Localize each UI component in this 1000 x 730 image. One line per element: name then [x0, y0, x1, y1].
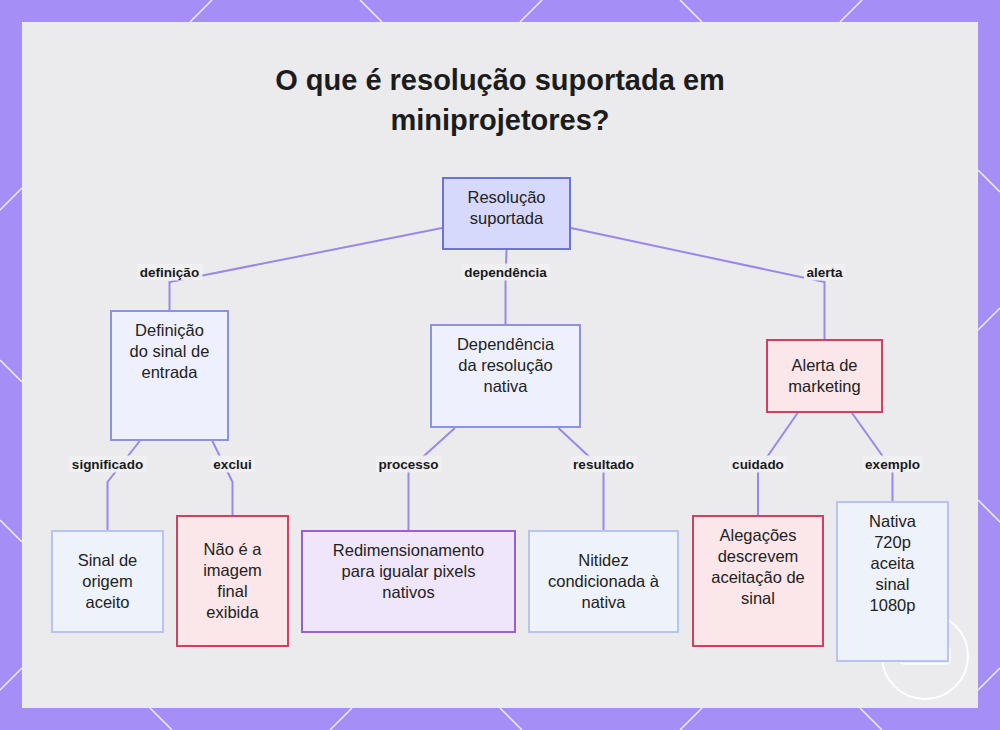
- edge-label: significado: [69, 456, 146, 473]
- concept-box: Dependência da resolução nativa: [430, 324, 581, 428]
- edge-label: alerta: [803, 264, 845, 281]
- connector-line: [212, 441, 232, 515]
- connector-line: [506, 250, 507, 324]
- edge-label: dependência: [461, 264, 550, 281]
- edge-label: exclui: [210, 456, 254, 473]
- edge-label: cuidado: [729, 456, 787, 473]
- node-text: Nativa 720p aceita sinal 1080p: [852, 511, 933, 616]
- concept-box: Não é a imagem final exibida: [176, 515, 289, 647]
- concept-box: Nativa 720p aceita sinal 1080p: [836, 501, 949, 662]
- concept-box: Alegações descrevem aceitação de sinal: [692, 515, 824, 647]
- node-text: Alerta de marketing: [782, 355, 867, 397]
- concept-box: Nitidez condicionada à nativa: [528, 530, 679, 633]
- edge-label: processo: [375, 456, 441, 473]
- edge-label: definição: [137, 264, 202, 281]
- node-text: Redimensionamento para igualar pixels na…: [317, 540, 500, 603]
- connector-line: [108, 441, 140, 530]
- node-text: Definição do sinal de entrada: [126, 320, 213, 383]
- node-text: Dependência da resolução nativa: [446, 334, 565, 397]
- concept-box: Alerta de marketing: [766, 339, 883, 413]
- connector-line: [571, 228, 825, 339]
- node-text: Nitidez condicionada à nativa: [544, 550, 663, 613]
- node-text: Sinal de origem aceito: [67, 550, 148, 613]
- edge-label: exemplo: [862, 456, 923, 473]
- diagram-title: O que é resolução suportada em miniproje…: [230, 60, 770, 140]
- connector-line: [170, 228, 443, 310]
- concept-box: Sinal de origem aceito: [51, 530, 164, 633]
- connector-line: [558, 428, 603, 530]
- concept-box: Definição do sinal de entrada: [110, 310, 229, 441]
- node-text: Alegações descrevem aceitação de sinal: [708, 525, 808, 609]
- root-box: Resolução suportada: [442, 177, 571, 250]
- concept-box: Redimensionamento para igualar pixels na…: [301, 530, 516, 633]
- edge-label: resultado: [570, 456, 637, 473]
- node-text: Não é a imagem final exibida: [192, 539, 273, 623]
- node-text: Resolução suportada: [458, 187, 555, 229]
- connector-line: [409, 428, 455, 530]
